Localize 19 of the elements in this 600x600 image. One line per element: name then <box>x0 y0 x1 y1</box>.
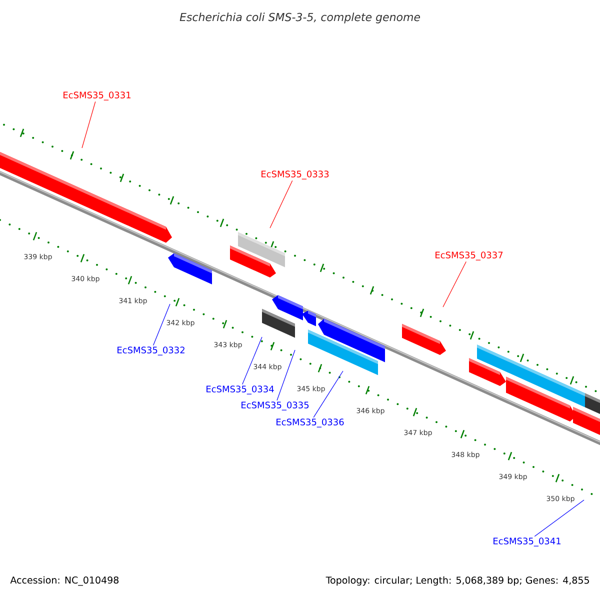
leader-line <box>82 101 96 148</box>
gene-label: EcSMS35_0335 <box>242 402 309 410</box>
gene-label: EcSMS35_0331 <box>64 92 130 100</box>
footer-text: Accession: NC_010498 <box>10 576 119 586</box>
title: Escherichia coli SMS-3-5, complete genome <box>180 12 420 24</box>
gene-label: EcSMS35_0333 <box>262 170 329 180</box>
footer-text: Topology: circular; Length: 5,068,389 bp; Genes: 4,855 <box>326 576 589 586</box>
leader-line <box>242 336 262 385</box>
gene-label: EcSMS35_0332 <box>118 346 184 356</box>
leader-line <box>152 304 170 346</box>
leader-line <box>313 370 344 418</box>
gene-label: EcSMS35_0336 <box>276 418 344 428</box>
gene-label: EcSMS35_0341 <box>494 538 561 546</box>
leader-line <box>534 500 584 537</box>
leader-line <box>270 180 293 228</box>
leader-line <box>276 350 296 401</box>
gene-label: EcSMS35_0334 <box>206 386 274 394</box>
gene-label: EcSMS35_0337 <box>436 252 503 260</box>
leader-line <box>442 261 466 308</box>
